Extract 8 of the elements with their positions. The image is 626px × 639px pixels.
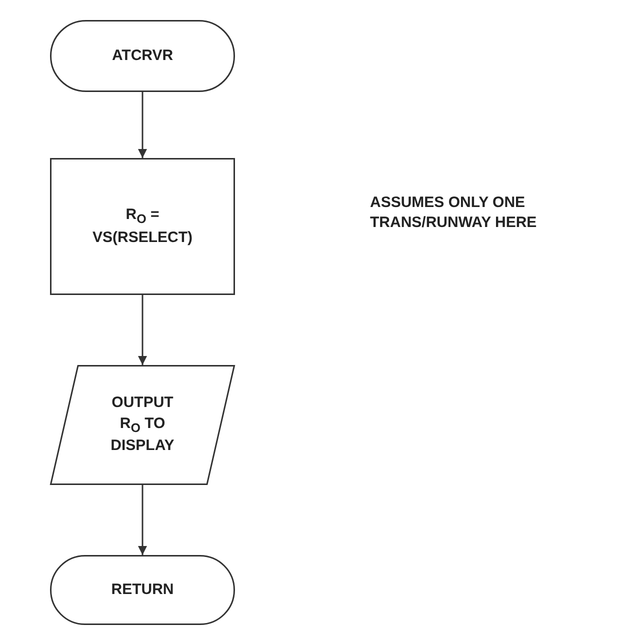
- arrow: [138, 92, 147, 158]
- node-text: OUTPUT R$_{O}$ TO DISPLAY: [110, 393, 176, 456]
- arrow: [138, 485, 147, 555]
- node-text: ATCRVR: [110, 46, 174, 66]
- node-text: R$_{O}$ = VS(RSELECT): [91, 204, 194, 248]
- node-text: RETURN: [110, 580, 175, 600]
- note-text: ASSUMES ONLY ONE TRANS/RUNWAY HERE: [370, 193, 538, 234]
- arrow: [138, 295, 147, 365]
